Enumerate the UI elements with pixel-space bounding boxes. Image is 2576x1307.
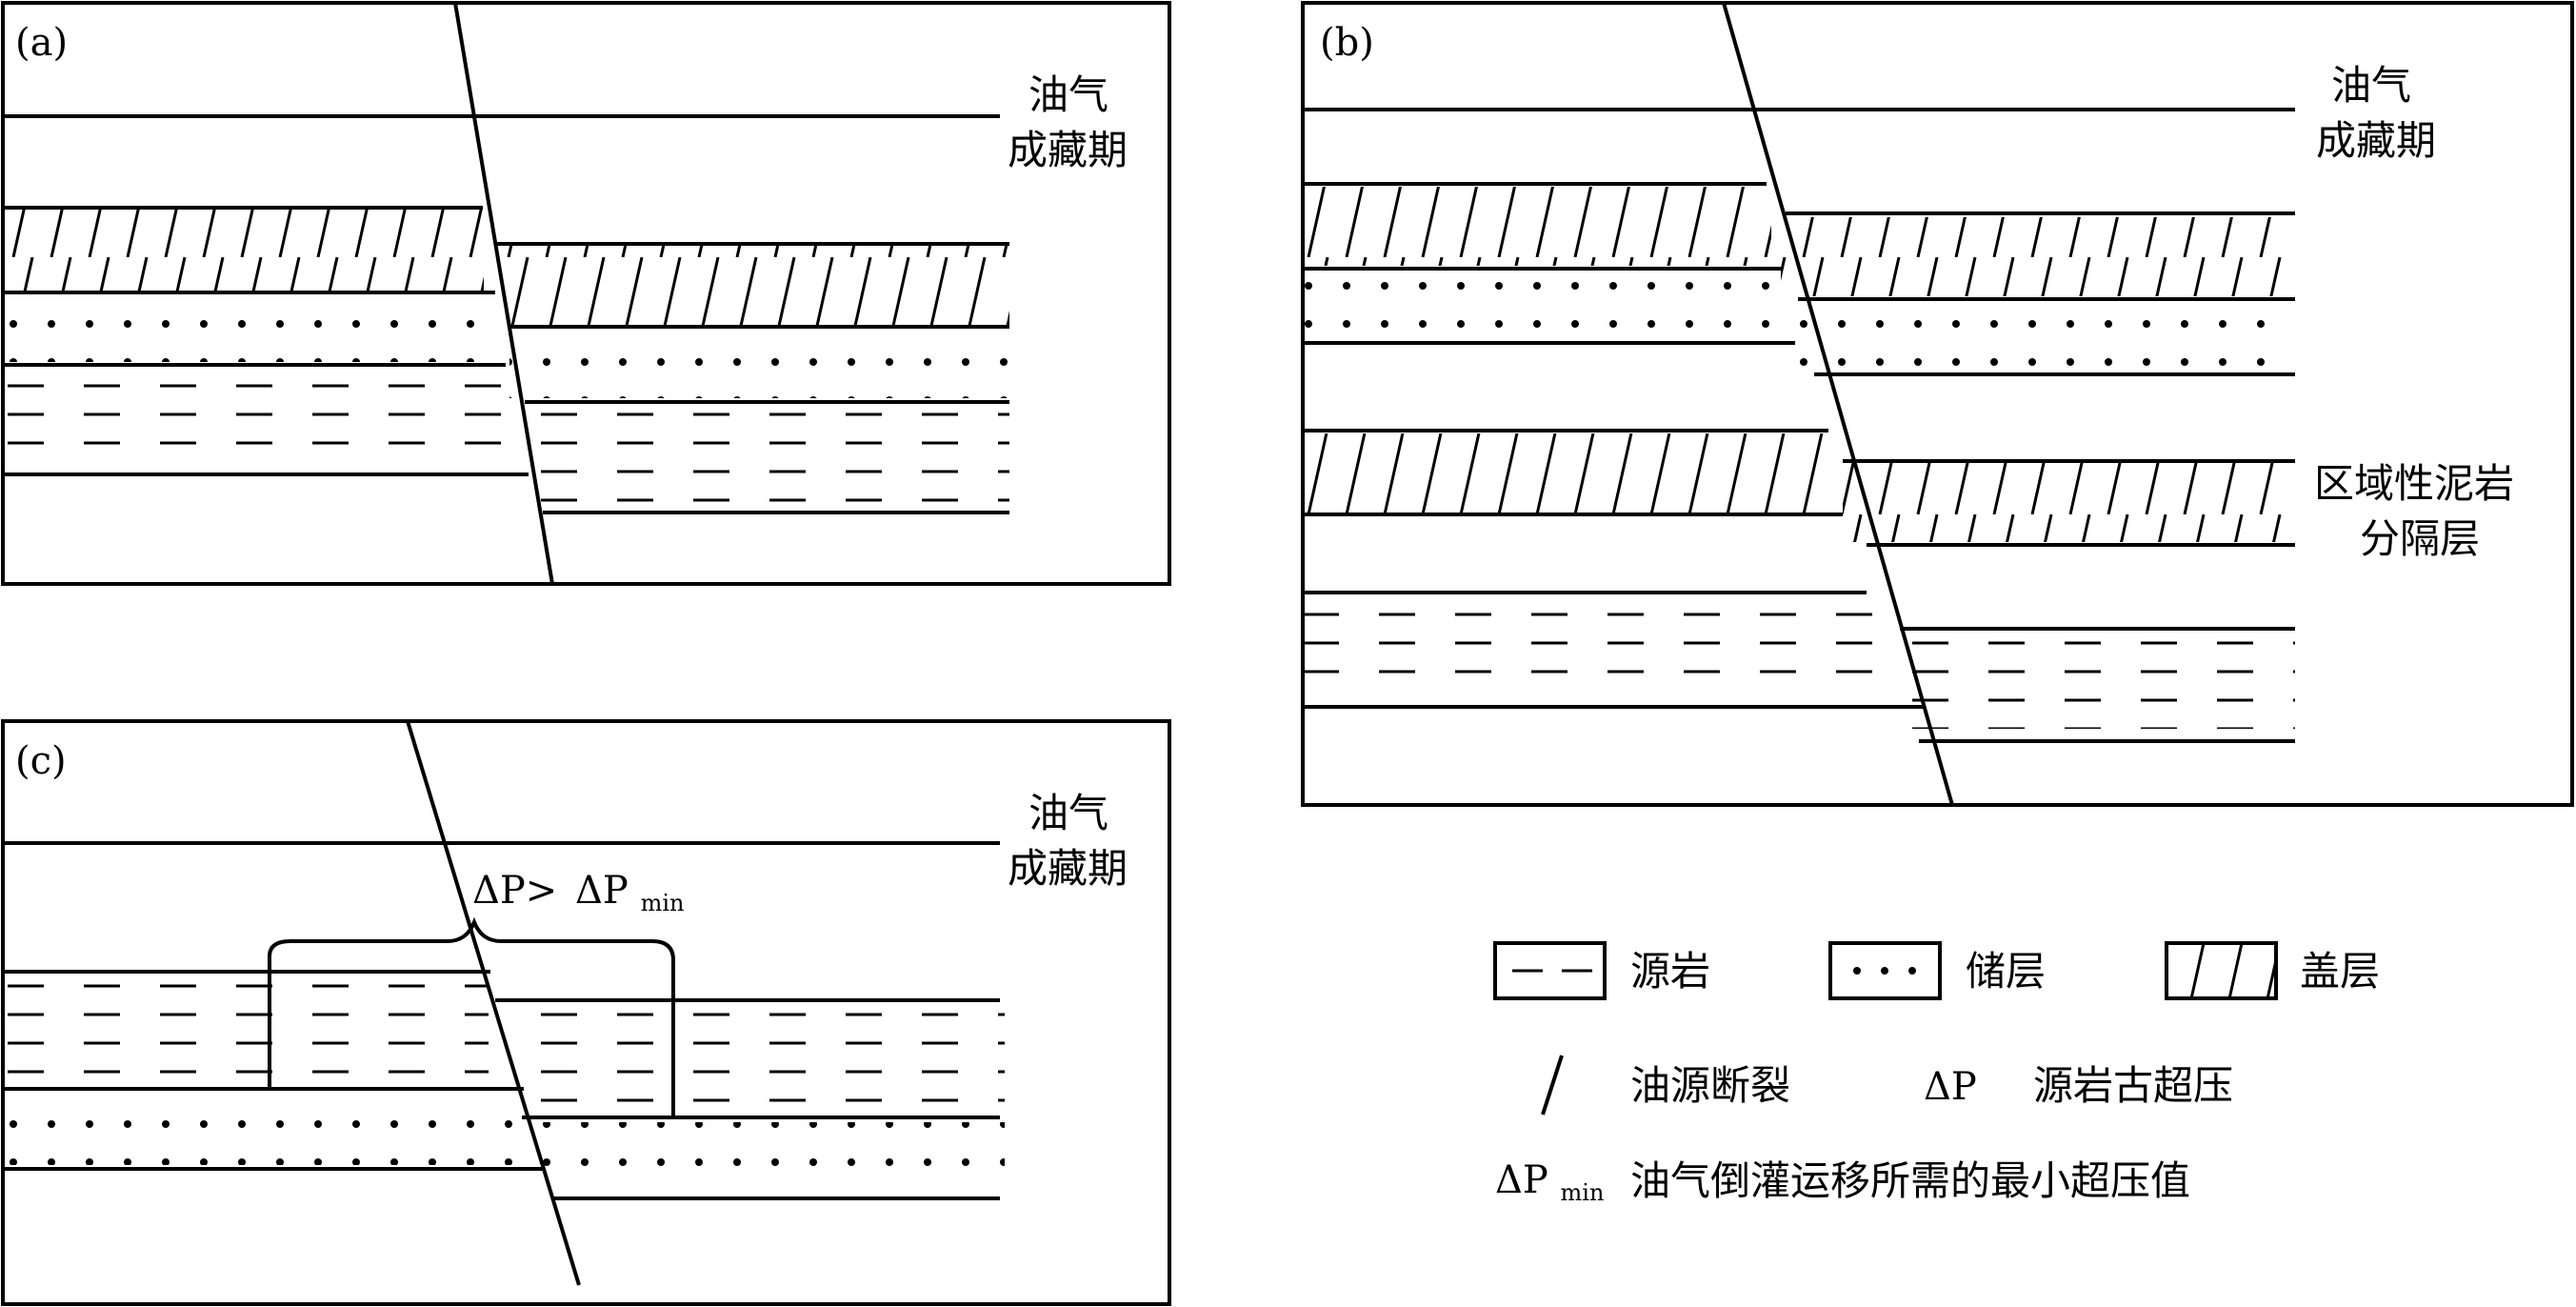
panel-b-layer-lines [1303, 108, 2295, 743]
panel-c-left-reservoir-layer [3, 1094, 522, 1165]
panel-a-left-reservoir-layer [3, 295, 489, 362]
panel-c-right-reservoir-layer [543, 1122, 1005, 1194]
legend-cap-swatch [2165, 941, 2278, 1000]
panel-a-right-cap-layer [495, 246, 1009, 327]
legend-fault-label: 油源断裂 [1630, 1062, 1790, 1109]
panel-b-frame [1301, 1, 2574, 807]
panel-c-annotation-line1: 油气 [1028, 790, 1108, 836]
legend: 源岩 储层 盖层 油源断裂 ΔP 源岩古超压 ΔP min 油气倒灌运移所需的最… [1493, 941, 2380, 1206]
panel-c-pressure-label: ΔP> ΔP min [472, 869, 684, 916]
panel-c-annotation-line2: 成藏期 [1008, 845, 1128, 892]
legend-reservoir-swatch [1828, 941, 1942, 1000]
panel-a-annotation-line2: 成藏期 [1008, 127, 1128, 173]
panel-c-label: (c) [15, 739, 67, 783]
panel-b: (b) 油气 成藏期 区域性泥 [1301, 1, 2574, 807]
panel-c-pressure-rhs: ΔP [575, 869, 629, 913]
panel-b-annotation2-line2: 分隔层 [2360, 515, 2480, 562]
panel-b-annotation2-line1: 区域性泥岩 [2314, 460, 2514, 507]
panel-a-annotation-line1: 油气 [1028, 71, 1108, 118]
panel-b-left-cap-layer-upper [1303, 187, 1771, 266]
legend-reservoir-label: 储层 [1966, 948, 2046, 995]
panel-a-label: (a) [15, 21, 68, 65]
legend-dpmin-sub: min [1561, 1179, 1605, 1206]
panel-b-label: (b) [1320, 21, 1374, 65]
panel-a-right-source-layer [529, 408, 1009, 503]
panel-b-right-source-layer [1900, 633, 2295, 729]
legend-dp-symbol: ΔP [1924, 1065, 1977, 1109]
panel-c-pressure-sub: min [641, 890, 685, 916]
legend-cap-label: 盖层 [2300, 948, 2380, 995]
panel-c: (c) ΔP> ΔP min 油气 成藏期 [1, 719, 1171, 1306]
panel-b-annotation-line1: 油气 [2331, 62, 2411, 109]
panel-b-right-reservoir-layer [1800, 305, 2295, 372]
panel-b-fault [1722, 2, 1954, 806]
panel-a: (a) 油气 成藏期 [1, 1, 1171, 586]
panel-c-right-source-layer [519, 1005, 1005, 1115]
legend-dpmin-label: ΔP min [1495, 1158, 1604, 1206]
panel-c-pressure-brace [268, 916, 675, 996]
panel-a-left-source-layer [3, 372, 503, 467]
panel-c-pressure-lhs: ΔP> [472, 869, 557, 913]
panel-c-fault [406, 720, 581, 1286]
panel-b-right-cap-layer-lower [1843, 463, 2295, 542]
panel-a-fault [453, 2, 554, 585]
panel-b-left-cap-layer-lower [1303, 433, 1831, 513]
legend-source-label: 源岩 [1630, 948, 1710, 995]
panel-a-left-cap-layer [3, 210, 484, 291]
legend-source-swatch [1493, 941, 1607, 1000]
legend-dpmin-symbol: ΔP [1495, 1158, 1548, 1202]
panel-b-left-reservoir-layer [1303, 274, 1788, 341]
panel-b-left-source-layer [1303, 600, 1874, 695]
panel-a-right-reservoir-layer [509, 332, 1009, 398]
panel-b-right-cap-layer-upper [1781, 217, 2295, 296]
legend-fault-symbol [1541, 1055, 1564, 1116]
legend-dpmin-desc: 油气倒灌运移所需的最小超压值 [1630, 1157, 2190, 1204]
panel-c-layer-lines [3, 841, 1000, 1200]
panel-c-left-source-layer [3, 976, 489, 1086]
panel-b-annotation-line2: 成藏期 [2316, 117, 2436, 164]
panel-a-layer-lines [3, 114, 1009, 514]
legend-dp-desc: 源岩古超压 [2033, 1062, 2233, 1109]
